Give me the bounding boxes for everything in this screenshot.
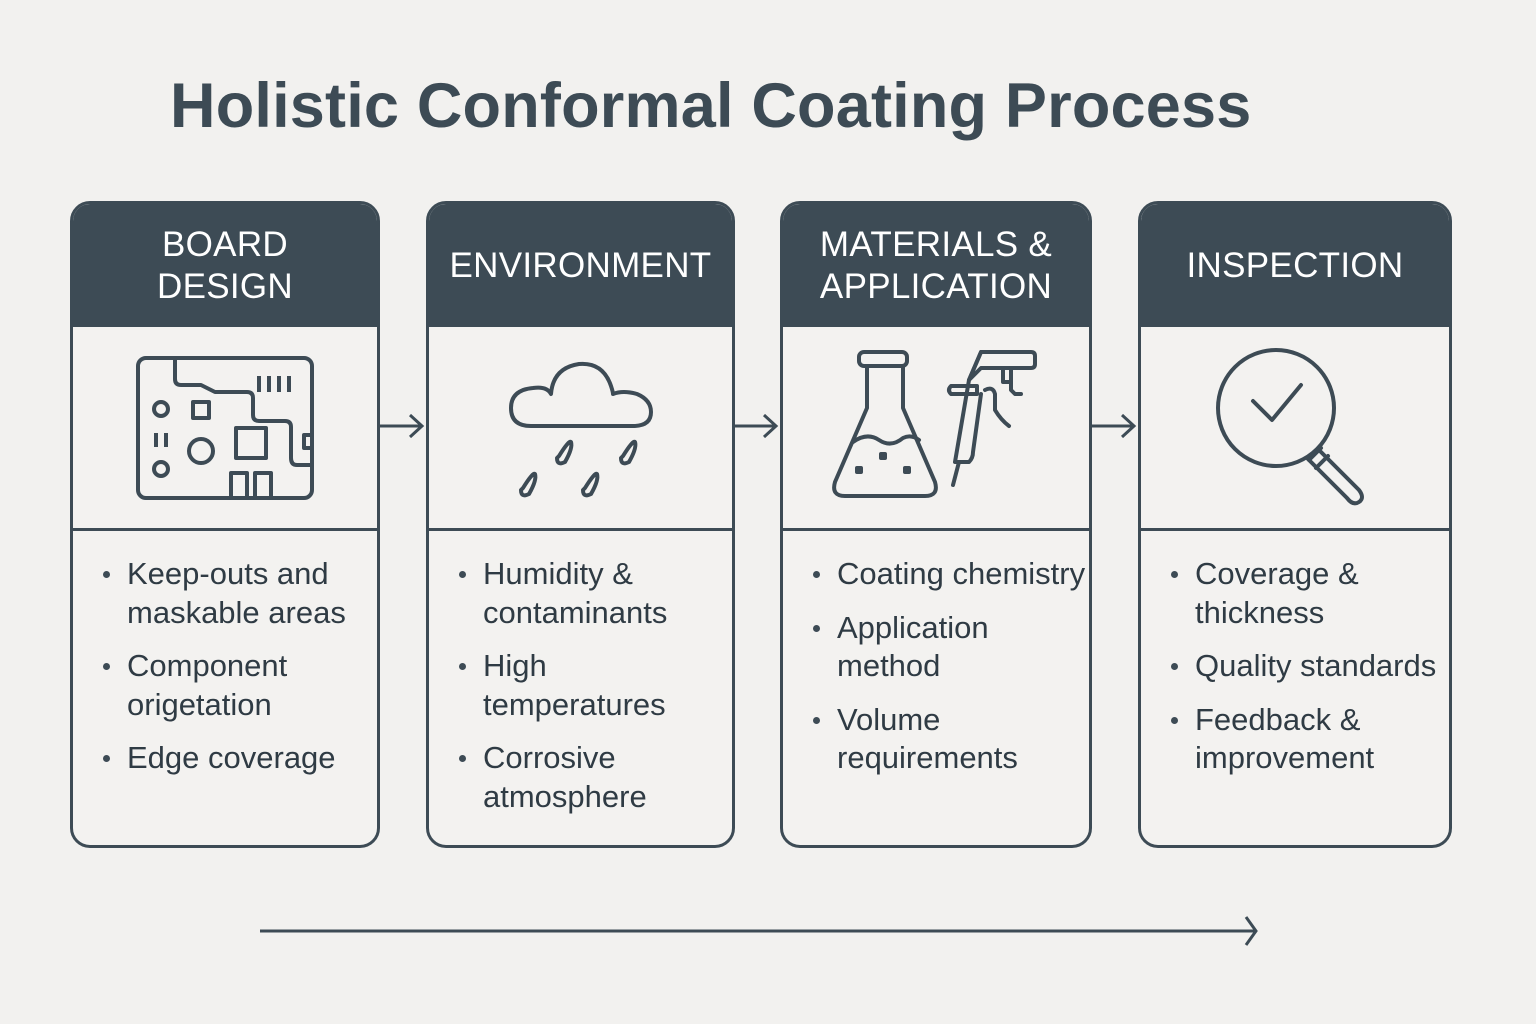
arrow-right-icon (1092, 414, 1137, 438)
flask-and-spray-gun-icon (832, 349, 1037, 498)
bullet-icon (459, 571, 466, 578)
bullet-item: Application method (811, 609, 1089, 686)
bullet-icon (813, 571, 820, 578)
bullet-icon (459, 663, 466, 670)
bullet-item: Coverage & thickness (1169, 555, 1449, 632)
bullet-icon (1171, 571, 1178, 578)
bullet-icon (103, 755, 110, 762)
bullet-item: High temperatures (457, 647, 732, 724)
bullet-icon (103, 571, 110, 578)
bullet-item: Component origetation (101, 647, 377, 724)
bullet-item: Corrosive atmosphere (457, 739, 732, 816)
stage-heading: MATERIALS & APPLICATION (783, 204, 1089, 327)
arrow-right-icon (735, 414, 779, 438)
bullet-icon (813, 716, 820, 724)
page-title: Holistic Conformal Coating Process (170, 71, 1252, 141)
magnifier-check-icon (1216, 347, 1364, 505)
circuit-board-icon (136, 355, 314, 500)
rain-cloud-icon (508, 361, 653, 497)
stage-card-inspection: INSPECTION Coverage & thickness Quality … (1138, 201, 1452, 848)
bullet-item: Keep-outs and maskable areas (101, 555, 377, 632)
stage-card-materials-application: MATERIALS & APPLICATION Coating chemistr… (780, 201, 1092, 848)
stage-heading: BOARD DESIGN (73, 204, 377, 327)
bullet-icon (813, 624, 820, 632)
bullet-icon (459, 755, 466, 762)
bullet-icon (103, 663, 110, 670)
bullet-icon (1171, 663, 1178, 670)
bullet-item: Feedback & improvement (1169, 701, 1449, 778)
bullet-item: Coating chemistry (811, 555, 1089, 594)
timeline-arrow-icon (260, 916, 1258, 946)
bullet-item: Humidity & contaminants (457, 555, 732, 632)
bullet-item: Quality standards (1169, 647, 1449, 686)
stage-heading: INSPECTION (1141, 204, 1449, 327)
stage-heading: ENVIRONMENT (429, 204, 732, 327)
arrow-right-icon (380, 414, 425, 438)
stage-card-environment: ENVIRONMENT Humidity & contaminants High… (426, 201, 735, 848)
bullet-item: Volume requirements (811, 701, 1089, 778)
bullet-item: Edge coverage (101, 739, 377, 778)
bullet-icon (1171, 716, 1178, 724)
stage-card-board-design: BOARD DESIGN Keep-outs and maskable area… (70, 201, 380, 848)
